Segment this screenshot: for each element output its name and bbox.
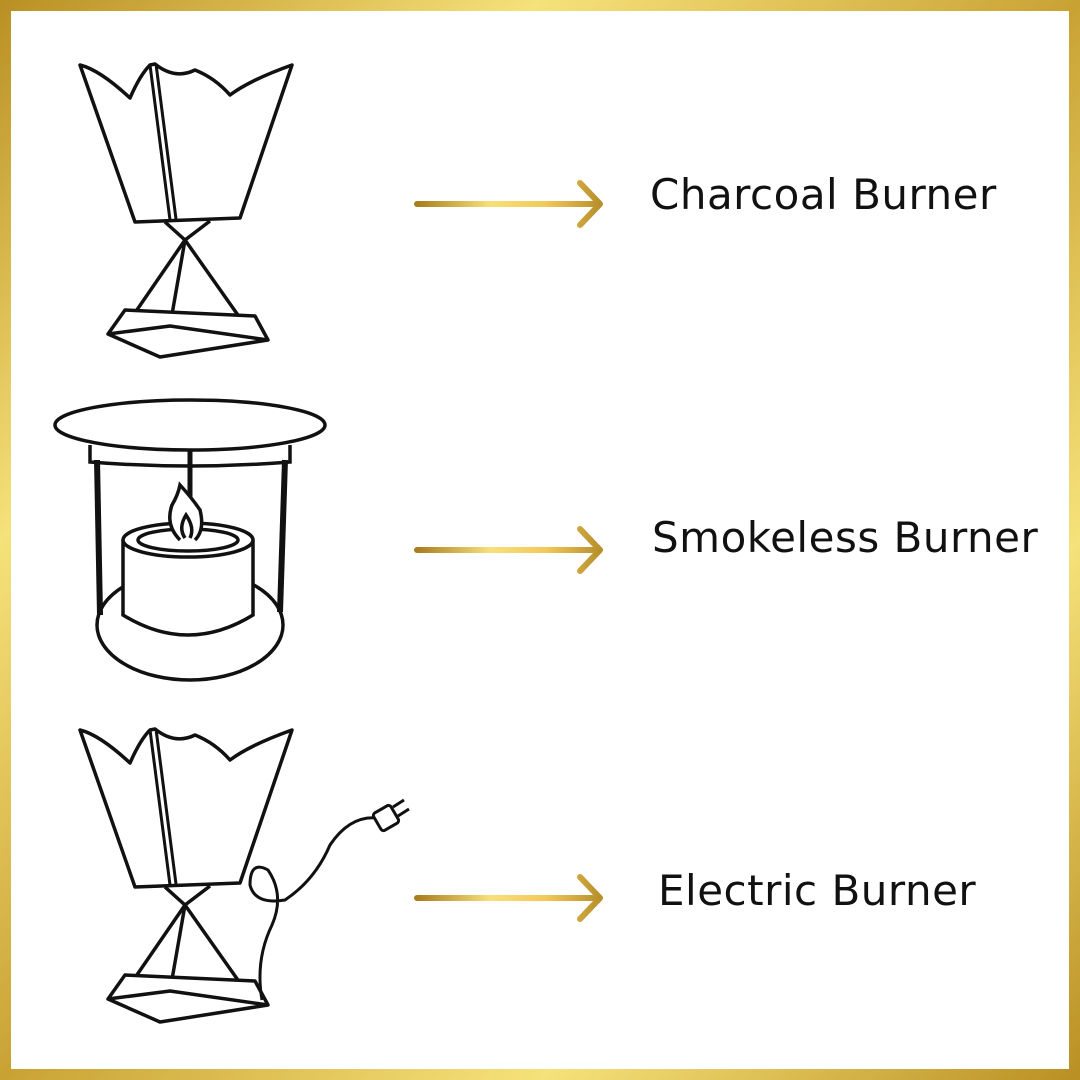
smokeless-burner-icon (53, 398, 327, 682)
arrow-icon (414, 180, 603, 228)
arrow-icon (414, 526, 603, 574)
electric-burner-label: Electric Burner (658, 866, 977, 915)
electric-burner-icon (78, 727, 410, 1024)
charcoal-burner-label: Charcoal Burner (650, 170, 997, 219)
charcoal-burner-icon (78, 62, 294, 359)
smokeless-burner-label: Smokeless Burner (652, 513, 1039, 562)
arrow-icon (414, 874, 603, 922)
